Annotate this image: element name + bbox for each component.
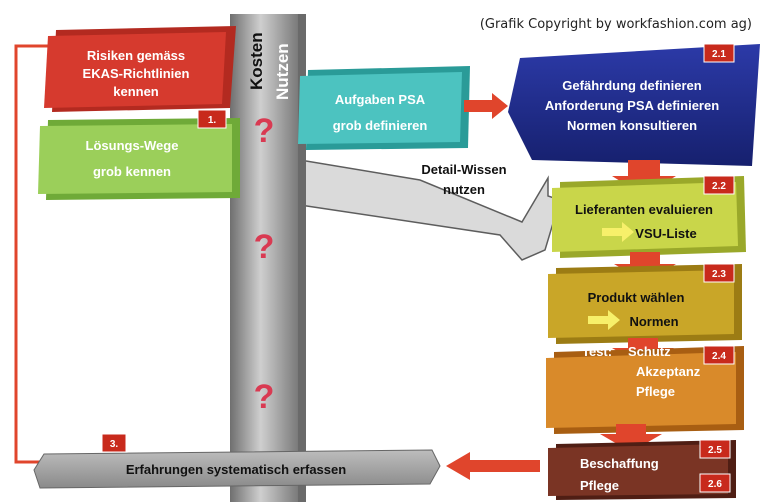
- aufgaben-line-1: Aufgaben PSA: [335, 92, 426, 107]
- arrow-beschaffung-to-erfahrungen: [446, 452, 540, 480]
- box-erfahrungen: [33, 449, 441, 489]
- risiken-line-3: kennen: [113, 84, 159, 99]
- beschaffung-line-1: Beschaffung: [580, 456, 659, 471]
- produkt-line-2: Normen: [629, 314, 678, 329]
- aufgaben-line-2: grob definieren: [333, 118, 428, 133]
- badge-2-2: [703, 175, 735, 195]
- test-line-2: Schutz: [628, 344, 671, 359]
- badge-2-3-label: 2.3: [712, 269, 726, 280]
- question-mark-1: ?: [254, 112, 275, 150]
- box-gefaehrdung: [508, 44, 760, 166]
- gefahr-line-2: Anforderung PSA definieren: [545, 98, 719, 113]
- box-loesung-wege: [38, 118, 240, 200]
- risiken-line-2: EKAS-Richtlinien: [83, 66, 190, 81]
- badge-2-5: [699, 439, 731, 459]
- test-line-3: Akzeptanz: [636, 364, 701, 379]
- arrow-aufgaben-to-gefahr: [464, 93, 508, 119]
- beschaffung-line-2: Pflege: [580, 478, 619, 493]
- box-test: [546, 346, 744, 434]
- copyright-text: (Grafik Copyright by workfashion.com ag): [480, 17, 752, 32]
- badge-2-4: [703, 345, 735, 365]
- gefahr-line-3: Normen konsultieren: [567, 118, 697, 133]
- arrow-icon-vsu: [602, 222, 634, 242]
- test-line-4: Pflege: [636, 384, 675, 399]
- badge-1: [197, 109, 227, 129]
- badge-2-2-label: 2.2: [712, 181, 726, 192]
- badge-2-4-label: 2.4: [712, 351, 726, 362]
- question-mark-3: ?: [254, 378, 275, 416]
- arrow-icon-normen: [588, 310, 620, 330]
- badge-2-3: [703, 263, 735, 283]
- arrow-test-to-beschaffung: [600, 424, 662, 452]
- badge-2-5-label: 2.5: [708, 445, 722, 456]
- box-beschaffung: [548, 440, 736, 500]
- test-line-1: Test:: [582, 344, 612, 359]
- badge-3: [101, 433, 127, 453]
- badge-3-label: 3.: [110, 439, 119, 450]
- erfahrungen-line-1: Erfahrungen systematisch erfassen: [126, 462, 346, 477]
- arrow-gefahr-to-lieferanten: [612, 160, 676, 196]
- box-risiken: [44, 26, 236, 112]
- produkt-line-1: Produkt wählen: [588, 290, 685, 305]
- gefahr-line-1: Gefährdung definieren: [562, 78, 701, 93]
- box-lieferanten: [552, 176, 746, 258]
- question-mark-2: ?: [254, 228, 275, 266]
- cost-benefit-pillar: [230, 14, 306, 502]
- badge-1-label: 1.: [208, 115, 217, 126]
- loesung-line-2: grob kennen: [93, 164, 171, 179]
- lieferanten-line-1: Lieferanten evaluieren: [575, 202, 713, 217]
- box-aufgaben-psa: [298, 66, 470, 150]
- risiken-line-1: Risiken gemäss: [87, 48, 185, 63]
- badge-2-1: [703, 43, 735, 63]
- pillar-label-nutzen: Nutzen: [273, 43, 292, 100]
- detail-line-1: Detail-Wissen: [421, 162, 506, 177]
- badge-2-6: [699, 473, 731, 493]
- loesung-line-1: Lösungs-Wege: [86, 138, 179, 153]
- badge-2-1-label: 2.1: [712, 49, 726, 60]
- pillar-label-kosten: Kosten: [247, 32, 266, 90]
- badge-2-6-label: 2.6: [708, 479, 722, 490]
- lieferanten-line-2: VSU-Liste: [635, 226, 696, 241]
- detail-line-2: nutzen: [443, 182, 485, 197]
